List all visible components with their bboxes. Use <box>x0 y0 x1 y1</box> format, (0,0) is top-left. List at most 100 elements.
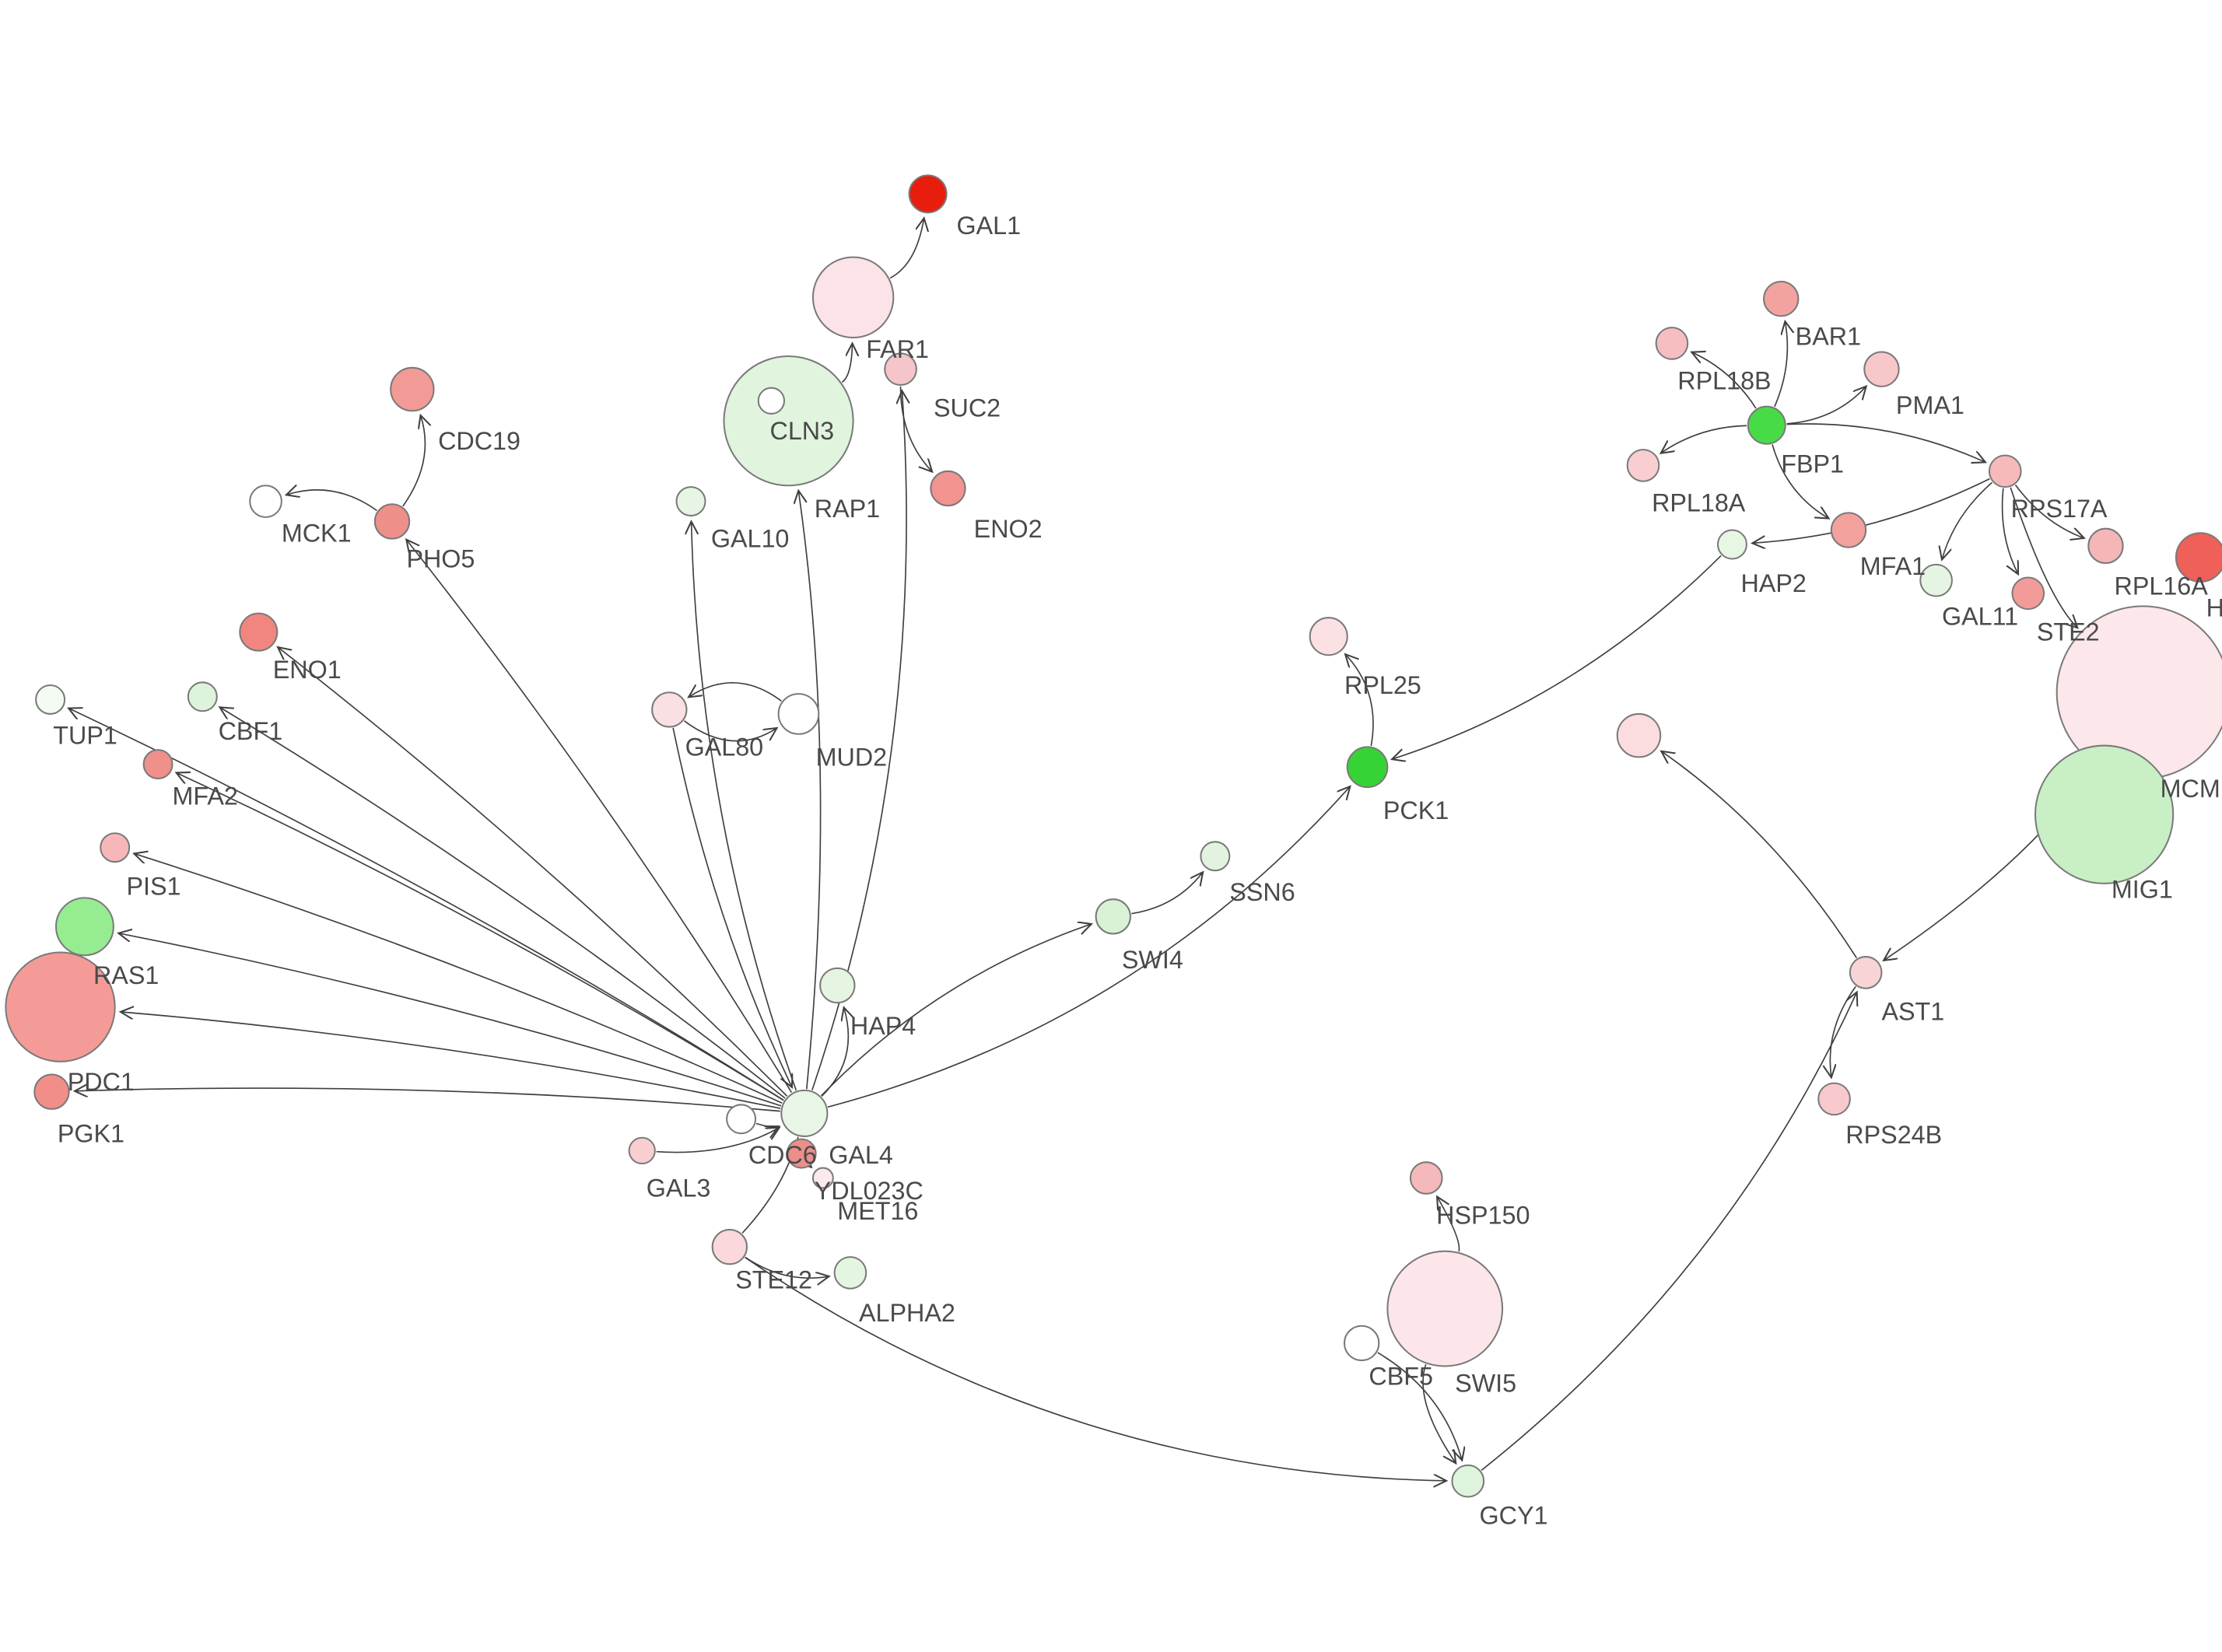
edge-gcy1-ast1[interactable] <box>1481 992 1857 1472</box>
edge-fbp1-rpl18b[interactable] <box>1691 352 1757 409</box>
node-bar1[interactable] <box>1763 280 1800 317</box>
edge-gal4-cbf1[interactable] <box>219 707 786 1099</box>
node-swi4[interactable] <box>1095 898 1131 935</box>
node-hsp150[interactable] <box>1409 1161 1443 1195</box>
edge-gal4-pdc1[interactable] <box>121 1012 781 1109</box>
node-ste2[interactable] <box>2011 576 2045 611</box>
edge-gal4-tup1[interactable] <box>68 709 784 1101</box>
edge-pho5-cdc19[interactable] <box>402 415 426 507</box>
edge-cbf5-gcy1[interactable] <box>1377 1352 1462 1461</box>
node-gal11[interactable] <box>1919 563 1953 597</box>
node-label-gcy1: GCY1 <box>1480 1502 1548 1530</box>
edge-gal4-gal10[interactable] <box>692 521 797 1091</box>
node-cbf5[interactable] <box>1343 1325 1380 1362</box>
node-ras1[interactable] <box>54 897 114 957</box>
node-mig1[interactable] <box>2034 744 2175 884</box>
node-label-rpl16a: RPL16A <box>2115 572 2209 600</box>
node-his4[interactable] <box>2175 532 2222 583</box>
edge-gal80-gal4[interactable] <box>672 727 792 1087</box>
node-mck1[interactable] <box>249 485 282 518</box>
node-tup1[interactable] <box>35 684 66 715</box>
node-ast1[interactable] <box>1849 956 1883 989</box>
node-cbf1[interactable] <box>187 681 218 712</box>
edge-hap2-pck1[interactable] <box>1392 555 1722 759</box>
node-suc2[interactable] <box>884 352 917 387</box>
edge-fbp1-rps17a[interactable] <box>1786 423 1985 462</box>
edge-ast1-node_u[interactable] <box>1661 751 1858 959</box>
edge-gal4-eno1[interactable] <box>278 647 788 1097</box>
edge-cln3-far1[interactable] <box>841 343 852 383</box>
node-hap2[interactable] <box>1716 529 1747 560</box>
edge-fbp1-pma1[interactable] <box>1786 387 1866 425</box>
edge-gal4-cln3[interactable] <box>798 491 822 1090</box>
node-pis1[interactable] <box>100 832 131 863</box>
node-cdc19[interactable] <box>390 366 435 412</box>
node-pma1[interactable] <box>1863 351 1900 387</box>
edge-gal4-swi4[interactable] <box>821 924 1092 1097</box>
node-gcy1[interactable] <box>1451 1464 1485 1498</box>
edge-gal4-mfa2[interactable] <box>177 772 784 1101</box>
node-eno2[interactable] <box>930 470 966 507</box>
edge-rps17a-ste2[interactable] <box>2001 488 2018 574</box>
edge-fbp1-mfa1[interactable] <box>1772 444 1829 518</box>
node-gal3[interactable] <box>628 1136 656 1165</box>
edge-mud2-gal80[interactable] <box>689 682 782 702</box>
edge-gal4-ras1[interactable] <box>118 933 782 1107</box>
edge-swi5-hsp150[interactable] <box>1437 1197 1460 1252</box>
node-pdc1[interactable] <box>5 951 116 1062</box>
node-ssn6[interactable] <box>1200 841 1231 872</box>
edge-gal4-hap4[interactable] <box>821 1007 848 1097</box>
node-ste12[interactable] <box>711 1228 748 1265</box>
node-cln3[interactable] <box>723 355 854 487</box>
node-met16[interactable] <box>811 1167 834 1189</box>
node-label-hap4: HAP4 <box>850 1012 916 1040</box>
node-pho5[interactable] <box>373 503 411 540</box>
node-mfa2[interactable] <box>142 749 173 780</box>
node-hap4[interactable] <box>819 967 856 1004</box>
node-ydl023c[interactable] <box>786 1138 817 1169</box>
edge-gal80-mud2[interactable] <box>684 720 777 742</box>
node-swi5[interactable] <box>1386 1250 1504 1367</box>
node-pck1[interactable] <box>1346 746 1389 789</box>
edge-fbp1-rpl18a[interactable] <box>1661 425 1747 453</box>
node-mud2[interactable] <box>777 693 820 735</box>
node-rpl25[interactable] <box>1309 617 1348 656</box>
node-fbp1[interactable] <box>1747 405 1786 445</box>
node-rpl16a[interactable] <box>2087 527 2124 565</box>
node-cdc6[interactable] <box>726 1104 757 1135</box>
node-far1[interactable] <box>811 256 895 339</box>
node-rap1[interactable] <box>757 387 786 415</box>
edge-far1-gal1[interactable] <box>889 218 924 279</box>
edge-gal4-pis1[interactable] <box>134 853 783 1104</box>
edge-pho5-mck1[interactable] <box>286 490 377 512</box>
edge-cdc6-gal4[interactable] <box>755 1122 779 1128</box>
edge-ast1-rps24b[interactable] <box>1830 985 1856 1077</box>
node-mfa1[interactable] <box>1830 512 1867 548</box>
node-rpl18a[interactable] <box>1626 449 1660 482</box>
edge-rps17a-hap2[interactable] <box>1752 478 1990 544</box>
edge-rps17a-gal11[interactable] <box>1942 481 1992 559</box>
edge-swi5-gcy1[interactable] <box>1422 1363 1456 1463</box>
node-rps17a[interactable] <box>1988 454 2022 488</box>
node-gal10[interactable] <box>675 486 706 517</box>
node-rps24b[interactable] <box>1817 1082 1851 1116</box>
edge-gal4-pho5[interactable] <box>406 540 793 1094</box>
edge-ste12-gcy1[interactable] <box>745 1256 1446 1481</box>
node-pgk1[interactable] <box>33 1073 70 1110</box>
node-gal1[interactable] <box>908 174 948 214</box>
edge-fbp1-bar1[interactable] <box>1774 321 1787 408</box>
edge-pck1-rpl25[interactable] <box>1345 654 1374 747</box>
node-eno1[interactable] <box>239 612 279 652</box>
edge-swi4-ssn6[interactable] <box>1131 872 1203 915</box>
edge-gal4-pgk1[interactable] <box>75 1088 780 1112</box>
node-label-ras1: RAS1 <box>93 961 159 989</box>
node-alpha2[interactable] <box>833 1256 867 1290</box>
node-gal4[interactable] <box>780 1089 829 1137</box>
node-gal80[interactable] <box>651 691 688 728</box>
node-rpl18b[interactable] <box>1655 327 1689 360</box>
edge-rps17a-rpl16a[interactable] <box>2014 485 2084 538</box>
edge-rps17a-mcm1[interactable] <box>2010 487 2077 628</box>
edge-gal4-pck1[interactable] <box>827 786 1350 1108</box>
node-node_u[interactable] <box>1616 712 1662 758</box>
